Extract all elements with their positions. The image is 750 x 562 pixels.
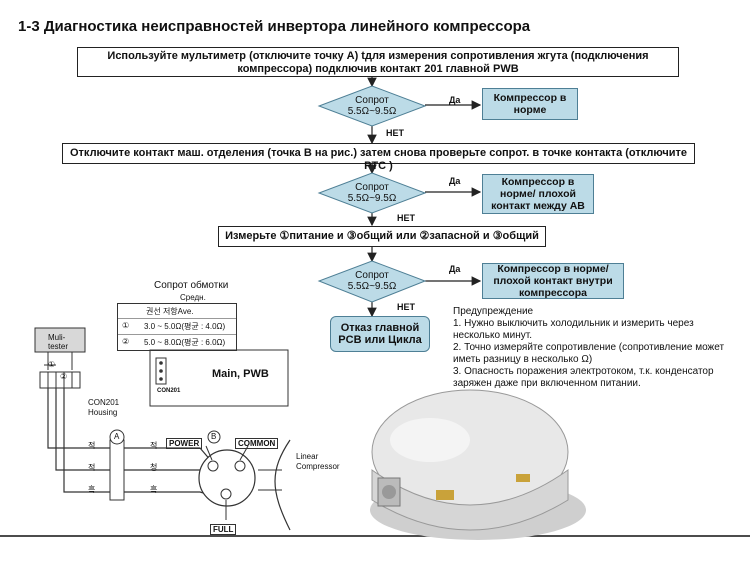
decision-diamond-1 <box>317 85 427 127</box>
con201-housing-label: CON201 Housing <box>88 398 120 417</box>
no-label-1: НЕТ <box>386 128 404 138</box>
wire-label: 청 <box>150 463 158 472</box>
warning-item: 1. Нужно выключить холодильник и измерит… <box>453 318 694 341</box>
warning-block: Предупреждение 1. Нужно выключить холоди… <box>453 306 743 390</box>
step1-box: Используйте мультиметр (отключите точку … <box>77 47 679 77</box>
decision-diamond-3 <box>317 260 427 303</box>
warning-heading: Предупреждение <box>453 306 534 317</box>
yes-label-1: Да <box>449 95 461 105</box>
common-label: COMMON <box>235 438 279 449</box>
wire-label: 적 <box>88 463 96 472</box>
linear-compressor-label: Linear Compressor <box>296 452 340 471</box>
marker-1: ① <box>48 360 56 369</box>
warning-item: 2. Точно измеряйте сопротивление (сопрот… <box>453 342 725 365</box>
wire-label: 적 <box>88 441 96 450</box>
step2-box: Отключите контакт маш. отделения (точка … <box>62 143 695 172</box>
page-title: 1-3 Диагностика неисправностей инвертора… <box>18 18 531 35</box>
result-2-text: Компрессор в норме/ плохой контакт между… <box>491 176 585 212</box>
decision-1-line1: Сопрот <box>355 95 389 106</box>
resistance-row-value: 5.0 ~ 8.0Ω(평균 : 6.0Ω) <box>144 338 226 347</box>
con201-label: CON201 <box>157 388 181 394</box>
yes-label-2: Да <box>449 176 461 186</box>
result-box-1: Компрессор в норме <box>482 88 578 120</box>
resistance-table: 권선 저항Ave. ① 3.0 ~ 5.0Ω(평균 : 4.0Ω) ② 5.0 … <box>117 303 237 351</box>
point-b-label: B <box>211 432 217 441</box>
final-box: Отказ главной PCB или Цикла <box>330 316 430 352</box>
decision-3-line2: 5.5Ω~9.5Ω <box>347 281 397 292</box>
main-pwb-label: Main, PWB <box>212 368 269 380</box>
no-label-3: НЕТ <box>397 302 415 312</box>
resistance-title: Сопрот обмотки <box>154 280 229 291</box>
point-a-label: A <box>114 432 120 441</box>
step3-text: Измерьте ①питание и ③общий или ②запасной… <box>225 230 539 242</box>
decision-diamond-2 <box>317 172 427 214</box>
final-text: Отказ главной PCB или Цикла <box>338 322 422 346</box>
step1-text: Используйте мультиметр (отключите точку … <box>107 50 649 75</box>
power-label: POWER <box>166 438 203 449</box>
wire-label: 흑 <box>150 485 158 494</box>
result-3-text: Компрессор в норме/ плохой контакт внутр… <box>493 263 613 299</box>
no-label-2: НЕТ <box>397 213 415 223</box>
decision-1-line2: 5.5Ω~9.5Ω <box>347 106 397 117</box>
result-1-text: Компрессор в норме <box>493 92 567 116</box>
multitester-label: Muli-tester <box>48 333 69 351</box>
resistance-row-id: ① <box>122 321 130 330</box>
resistance-subtitle: Средн. <box>180 293 206 302</box>
step2-text: Отключите контакт маш. отделения (точка … <box>69 147 687 172</box>
step3-box: Измерьте ①питание и ③общий или ②запасной… <box>218 226 546 247</box>
result-box-3: Компрессор в норме/ плохой контакт внутр… <box>482 263 624 299</box>
decision-3-text: Сопрот 5.5Ω~9.5Ω <box>339 270 405 292</box>
decision-2-line2: 5.5Ω~9.5Ω <box>347 193 397 204</box>
wire-label: 적 <box>150 441 158 450</box>
decision-1-text: Сопрот 5.5Ω~9.5Ω <box>339 95 405 117</box>
warning-item: 3. Опасность поражения электротоком, т.к… <box>453 366 714 389</box>
resistance-row-value: 3.0 ~ 5.0Ω(평균 : 4.0Ω) <box>144 322 226 331</box>
result-box-2: Компрессор в норме/ плохой контакт между… <box>482 174 594 214</box>
decision-3-line1: Сопрот <box>355 270 389 281</box>
wire-label: 흑 <box>88 485 96 494</box>
decision-2-line1: Сопрот <box>355 182 389 193</box>
resistance-row-id: ② <box>122 337 130 346</box>
full-label: FULL <box>210 524 237 535</box>
decision-2-text: Сопрот 5.5Ω~9.5Ω <box>339 182 405 204</box>
marker-2: ② <box>60 372 68 381</box>
resistance-header: 권선 저항Ave. <box>146 307 194 316</box>
yes-label-3: Да <box>449 264 461 274</box>
